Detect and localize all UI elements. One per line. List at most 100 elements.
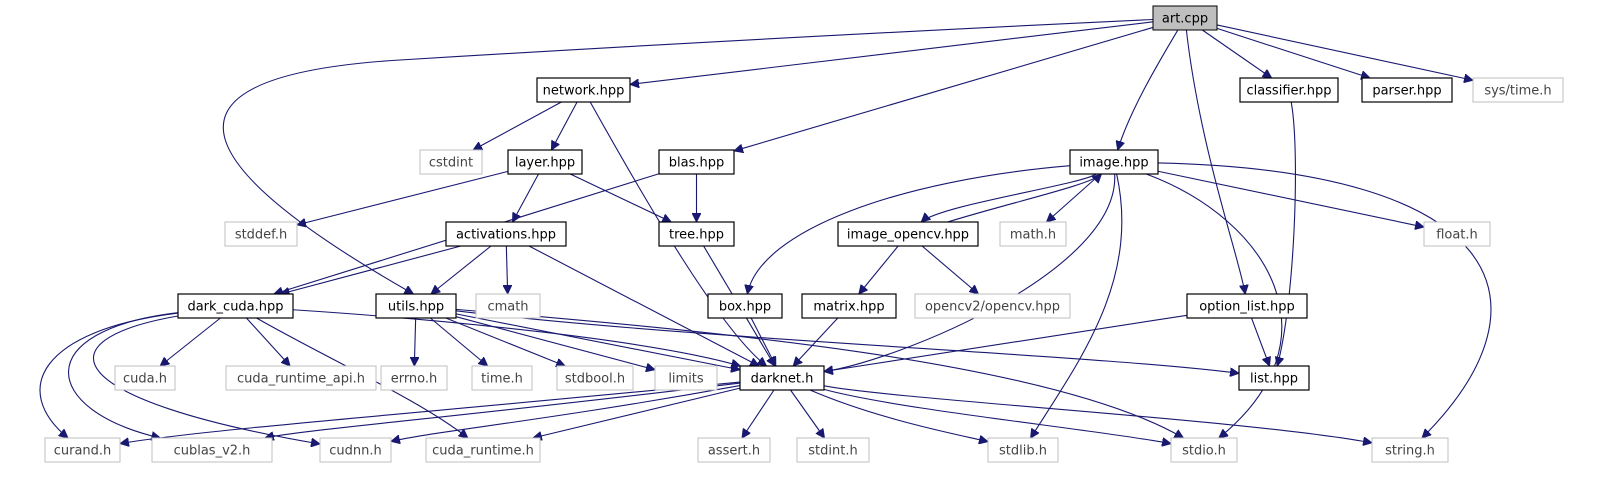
node-label: box.hpp [719,300,771,315]
node-layer[interactable]: layer.hpp [507,149,583,175]
node-label: cudnn.h [329,444,382,459]
edge-dark-cuda-to-cublas [68,312,179,438]
node-box [1170,437,1238,463]
node-label: limits [668,372,704,387]
edge-image-to-stdlib [1031,173,1123,438]
node-assert: assert.h [697,437,771,463]
node-label: list.hpp [1250,372,1298,387]
node-stdio: stdio.h [1170,437,1238,463]
node-label: darknet.h [751,372,814,387]
node-label: stdint.h [808,444,857,459]
node-label: stdio.h [1182,444,1226,459]
edge-image-to-stdio [1146,173,1283,438]
node-label: activations.hpp [456,228,556,243]
node-darknet[interactable]: darknet.h [739,365,825,391]
node-stdlib: stdlib.h [987,437,1059,463]
edge-image-to-image-opencv [921,173,1097,222]
edge-art-to-systime [1216,24,1473,80]
edge-image-to-box [747,165,1071,294]
node-box [1472,77,1564,103]
node-box [1371,437,1449,463]
edge-layer-to-activations [512,173,539,222]
node-box [1239,77,1339,103]
node-box [697,437,771,463]
edge-art-to-option-list [1185,29,1245,294]
edge-darknet-to-stdint [790,389,825,438]
edge-activations-to-dark-cuda [281,245,462,294]
node-cudnn: cudnn.h [319,437,392,463]
edge-matrix-to-darknet [793,317,839,366]
node-classifier[interactable]: classifier.hpp [1239,77,1339,103]
node-image-opencv[interactable]: image_opencv.hpp [837,221,979,247]
node-box [658,221,735,247]
node-image[interactable]: image.hpp [1069,149,1159,175]
node-time: time.h [471,365,533,391]
node-network[interactable]: network.hpp [536,77,631,103]
node-box [837,221,979,247]
node-opencv: opencv2/opencv.hpp [914,293,1071,319]
node-box [556,365,634,391]
edge-layer-to-tree [570,173,671,222]
edge-image-opencv-to-opencv [921,245,978,294]
edge-utils-to-stdio [455,308,1183,438]
edge-utils-to-time [429,317,487,366]
node-label: utils.hpp [388,300,444,315]
node-matrix[interactable]: matrix.hpp [801,293,897,319]
node-box [1238,365,1310,391]
node-option-list[interactable]: option_list.hpp [1186,293,1308,319]
node-label: cuda_runtime_api.h [237,372,365,387]
node-label: dark_cuda.hpp [187,300,283,315]
edge-option-list-to-darknet [824,314,1188,371]
node-math: math.h [999,221,1067,247]
edge-image-to-float [1157,170,1424,227]
node-label: art.cpp [1162,12,1208,27]
node-box [801,293,897,319]
node-utils[interactable]: utils.hpp [375,293,457,319]
node-box [658,149,735,175]
node-cublas: cublas_v2.h [151,437,273,463]
node-art[interactable]: art.cpp [1152,5,1218,31]
node-box [914,293,1071,319]
edge-utils-to-limits [455,316,655,370]
edge-layer [39,18,1492,444]
node-label: cublas_v2.h [174,444,251,459]
node-list[interactable]: list.hpp [1238,365,1310,391]
node-box [739,365,825,391]
node-label: string.h [1385,444,1435,459]
node-cuda: cuda.h [114,365,176,391]
edge-box-to-darknet [750,317,777,366]
node-parser[interactable]: parser.hpp [1361,77,1453,103]
node-box [1361,77,1453,103]
node-label: math.h [1010,228,1056,243]
node-box [507,149,583,175]
node-systime: sys/time.h [1472,77,1564,103]
node-label: curand.h [54,444,112,459]
node-box [375,293,457,319]
node-label: option_list.hpp [1199,300,1295,315]
node-dark-cuda[interactable]: dark_cuda.hpp [177,293,294,319]
edge-network-to-layer [550,101,578,150]
node-label: cmath [487,300,528,315]
edge-darknet-to-cudnn [391,385,741,442]
node-activations[interactable]: activations.hpp [445,221,567,247]
edge-dark-cuda-to-cuda [160,317,221,366]
node-label: tree.hpp [669,228,724,243]
edge-layer-to-stddef [297,170,509,224]
edge-darknet-to-string [823,385,1372,443]
node-string: string.h [1371,437,1449,463]
edge-utils-to-darknet [455,313,740,370]
node-box [1186,293,1308,319]
edge-utils-to-stdbool [445,317,565,366]
node-blas[interactable]: blas.hpp [658,149,735,175]
edge-dark-cuda-to-cuda-runtime-api [246,317,290,366]
node-stdint: stdint.h [796,437,870,463]
node-tree[interactable]: tree.hpp [658,221,735,247]
node-box [999,221,1067,247]
node-box[interactable]: box.hpp [707,293,783,319]
node-box [380,365,448,391]
node-box [654,365,718,391]
edge-art-to-blas [734,26,1154,151]
edge-art-to-classifier [1202,29,1271,78]
node-label: stddef.h [235,228,287,243]
